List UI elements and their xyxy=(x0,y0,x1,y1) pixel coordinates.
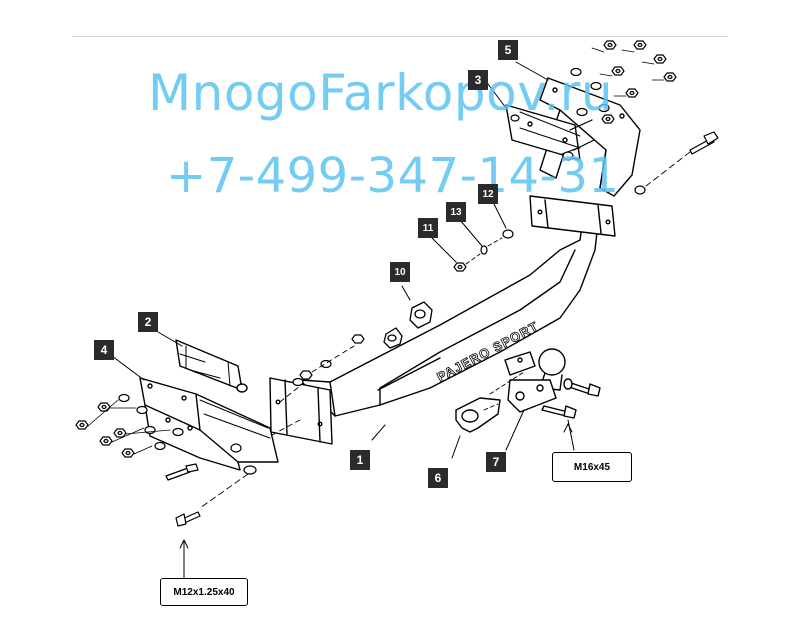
watermark-site: MnogoFarkopov.ru xyxy=(148,64,614,122)
watermark-phone: +7-499-347-14-31 xyxy=(166,148,620,204)
part-label-13: 13 xyxy=(446,202,466,222)
part-label-5: 5 xyxy=(498,40,518,60)
left-inner-plate xyxy=(175,339,248,393)
socket-bracket-part-6 xyxy=(451,371,525,459)
part-label-11: 11 xyxy=(418,218,438,238)
top-divider xyxy=(72,36,728,37)
spec-bolt-m16: M16x45 xyxy=(552,452,632,482)
right-inner-plate xyxy=(505,104,581,161)
main-beam xyxy=(269,195,616,445)
right-bolt-set xyxy=(510,40,719,195)
leader-lines xyxy=(111,61,549,581)
spacer-part-10 xyxy=(383,285,433,349)
part-label-12: 12 xyxy=(478,184,498,204)
left-plate-fasteners xyxy=(269,334,365,437)
tow-ball-part-7 xyxy=(505,348,601,451)
part-label-7: 7 xyxy=(486,452,506,472)
part-label-10: 10 xyxy=(390,262,410,282)
part-label-4: 4 xyxy=(94,340,114,360)
left-bolt-set xyxy=(75,393,257,527)
part-label-2: 2 xyxy=(138,312,158,332)
part-label-1: 1 xyxy=(350,450,370,470)
part-label-3: 3 xyxy=(468,70,488,90)
part-label-6: 6 xyxy=(428,468,448,488)
left-bracket xyxy=(139,377,279,471)
fasteners-11-12-13 xyxy=(431,203,514,272)
spec-bolt-m12: M12x1.25x40 xyxy=(160,578,248,606)
